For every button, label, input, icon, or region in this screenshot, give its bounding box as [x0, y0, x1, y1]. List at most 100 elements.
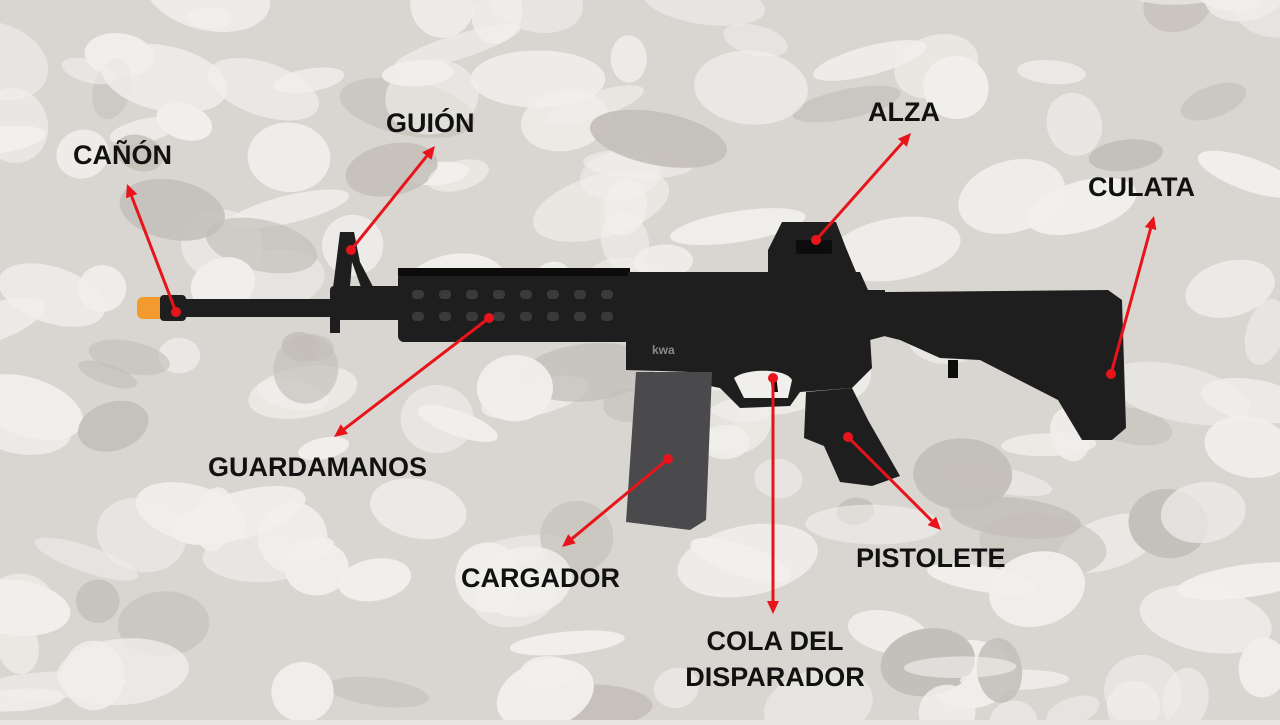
camo-blob — [57, 638, 189, 706]
camo-blob — [400, 384, 474, 454]
camo-blob — [370, 478, 467, 540]
rail-slot — [574, 312, 586, 321]
camo-blob — [476, 354, 553, 422]
arrow-shaft — [571, 457, 669, 540]
camo-blob — [1204, 416, 1280, 478]
camo-blob — [903, 656, 1017, 679]
camo-blob — [694, 50, 808, 125]
rail-slot — [601, 290, 613, 299]
camo-blob — [78, 360, 138, 389]
camo-blob — [1244, 298, 1280, 365]
camo-blob — [338, 558, 412, 602]
camo-blob — [1160, 481, 1246, 544]
barrel — [168, 299, 348, 317]
rail-slot — [547, 290, 559, 299]
lower-receiver — [626, 336, 872, 408]
rail-slot — [601, 312, 613, 321]
front-sight-base — [330, 286, 410, 320]
camo-blob — [610, 35, 647, 83]
arrow-shaft — [1109, 228, 1153, 375]
camo-blob — [1026, 177, 1137, 235]
rear-sight-aperture — [796, 240, 832, 254]
camo-blob — [700, 424, 750, 460]
arrow-icon-cola — [767, 373, 779, 614]
camo-blob — [829, 216, 961, 282]
camo-blob — [0, 21, 49, 101]
camo-blob — [56, 129, 109, 179]
camo-blob — [813, 40, 927, 81]
camo-blob — [633, 244, 693, 279]
camo-blob — [988, 551, 1086, 628]
arrow-shaft — [343, 316, 490, 431]
front-sight-stem — [330, 315, 340, 333]
camo-blob — [754, 458, 803, 499]
arrow-icon-cargador — [562, 454, 673, 547]
label-guardamanos: GUARDAMANOS — [208, 452, 427, 482]
camo-blob — [427, 159, 489, 192]
receiver-marking: kwa — [652, 343, 675, 357]
arrow-shaft — [130, 195, 178, 313]
arrow-shaft — [349, 155, 428, 251]
camo-blob — [509, 630, 625, 656]
label-cola-line2: DISPARADOR — [685, 662, 865, 692]
camo-blob — [345, 142, 438, 197]
rail-slot — [466, 312, 478, 321]
camo-blob — [61, 57, 117, 85]
label-alza: ALZA — [868, 97, 940, 127]
camo-blob — [1185, 259, 1275, 318]
camo-blob — [100, 43, 228, 114]
camo-blob — [485, 0, 583, 33]
arrow-icon-guion — [346, 146, 435, 255]
camo-blob — [78, 400, 149, 452]
rail-slot — [412, 312, 424, 321]
arrow-head — [927, 516, 941, 530]
camo-blob — [76, 579, 120, 623]
rail-slot — [520, 290, 532, 299]
stock-lever — [948, 360, 958, 378]
camo-blob — [1017, 59, 1086, 85]
arrow-head — [897, 133, 911, 147]
camo-blob — [1197, 150, 1280, 198]
camo-blob — [0, 688, 65, 712]
camo-blob — [119, 178, 225, 241]
camo-blob — [1108, 361, 1250, 426]
camo-blob — [1139, 584, 1272, 654]
arrow-head — [422, 146, 435, 160]
arrow-shaft — [846, 435, 933, 522]
camo-blob — [1162, 667, 1209, 725]
camo-blob — [805, 504, 943, 545]
arrow-head — [126, 184, 138, 199]
arrow-head — [1144, 216, 1157, 231]
camo-blob — [298, 436, 350, 461]
camo-blob — [1088, 139, 1163, 172]
callout-arrows — [126, 133, 1157, 614]
camo-blob — [273, 67, 345, 94]
camo-blob — [385, 59, 479, 135]
arrow-icon-alza — [811, 133, 911, 245]
camo-blob — [1238, 637, 1280, 698]
rail-slot — [466, 290, 478, 299]
rail-slot — [439, 290, 451, 299]
rail-slot — [547, 312, 559, 321]
camo-blob — [327, 676, 429, 708]
camo-blob — [271, 661, 334, 723]
arrow-shaft — [814, 141, 904, 241]
arrow-head — [334, 424, 348, 437]
camo-blob — [115, 134, 164, 172]
label-culata: CULATA — [1088, 172, 1195, 202]
arrow-icon-culata — [1106, 216, 1157, 379]
label-cola-line1: COLA DEL — [706, 626, 844, 656]
camo-blob — [0, 297, 46, 350]
rail-slot — [439, 312, 451, 321]
camo-blob — [34, 537, 139, 581]
camo-blob — [0, 374, 83, 441]
arrow-icon-guardamanos — [334, 313, 494, 437]
label-guion: GUIÓN — [386, 108, 475, 138]
handguard-rail-slots — [412, 290, 613, 321]
rail-slot — [574, 290, 586, 299]
label-cola-del-disparador: COLA DEL DISPARADOR — [670, 623, 880, 695]
upper-receiver — [626, 272, 885, 344]
rail-slot — [493, 312, 505, 321]
camo-blob — [918, 684, 976, 725]
